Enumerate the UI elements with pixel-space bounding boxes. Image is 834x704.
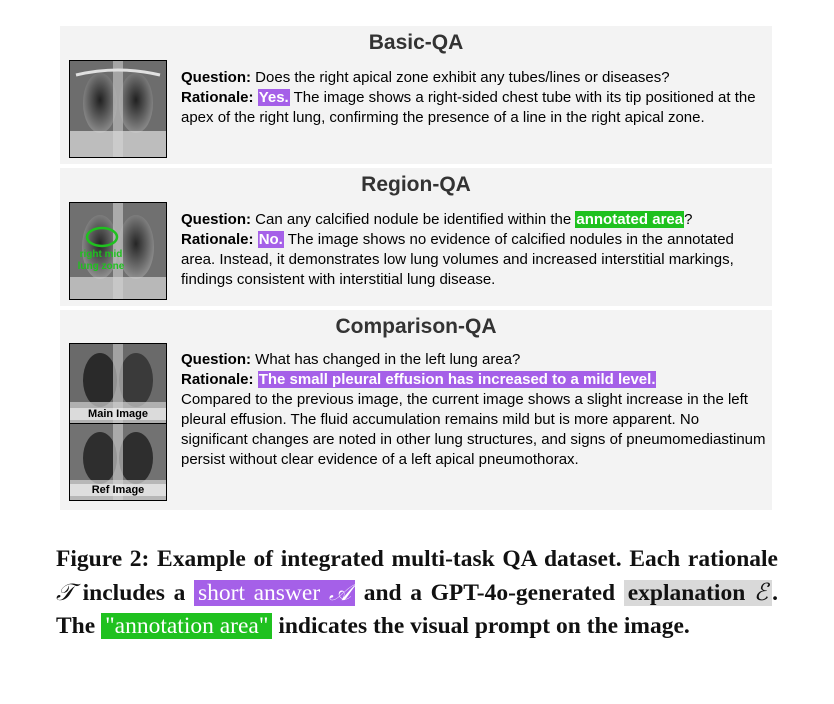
comparison-explanation: Compared to the previous image, the curr… [181,391,766,468]
comparison-qa-text: Question: What has changed in the left l… [181,350,766,470]
comparison-question: What has changed in the left lung area? [255,351,521,368]
basic-explanation: The image shows a right-sided chest tube… [181,89,756,126]
figure-caption: Figure 2: Example of integrated multi-ta… [56,543,778,643]
region-annotated-area: annotated area [575,211,685,228]
caption-symbol-t: 𝒯 [56,578,75,606]
basic-xray-image [69,60,167,158]
comparison-qa-panel: Comparison-QA Main Image Ref Image Quest… [60,310,772,510]
region-rationale-label: Rationale: [181,231,254,248]
annotated-area-ellipse [85,226,119,248]
caption-part3: and a GPT-4o-generated [363,580,616,606]
region-question: Can any calcified nodule be identified w… [255,211,572,228]
basic-short-answer: Yes. [257,89,290,106]
caption-part5: indicates the visual prompt on the image… [278,613,690,639]
region-question-end: ? [684,211,693,228]
comparison-question-label: Question: [181,351,251,368]
basic-question-label: Question: [181,69,251,86]
caption-short-answer: short answer 𝒜 [193,578,356,606]
region-xray-image: right mid lung zone [69,202,167,300]
region-qa-panel: Region-QA right mid lung zone Question: … [60,168,772,306]
region-short-answer: No. [257,231,284,248]
basic-question: Does the right apical zone exhibit any t… [255,69,670,86]
caption-symbol-a: 𝒜 [328,578,352,606]
caption-annotation-area: "annotation area" [101,613,273,639]
main-xray-image: Main Image [69,343,167,425]
basic-qa-panel: Basic-QA Question: Does the right apical… [60,26,772,164]
comparison-rationale-label: Rationale: [181,371,254,388]
basic-qa-text: Question: Does the right apical zone exh… [181,68,766,128]
region-qa-title: Region-QA [361,173,471,196]
caption-part2: includes a [82,580,186,606]
region-qa-text: Question: Can any calcified nodule be id… [181,210,766,290]
caption-part1: Figure 2: Example of integrated multi-ta… [56,546,778,572]
caption-short-answer-text: short answer [197,580,321,606]
caption-symbol-e: ℰ [753,578,769,606]
basic-qa-title: Basic-QA [368,31,464,54]
comparison-qa-title: Comparison-QA [335,315,497,338]
region-question-label: Question: [181,211,251,228]
caption-explanation: explanation ℰ [623,578,773,606]
region-explanation: The image shows no evidence of calcified… [181,231,734,288]
caption-part4: . The [56,580,779,639]
caption-explanation-text: explanation [627,580,746,606]
main-image-label: Main Image [70,408,166,420]
comparison-short-answer: The small pleural effusion has increased… [257,371,657,388]
ref-image-label: Ref Image [70,484,166,496]
region-annotation-label: right mid lung zone [77,249,125,272]
basic-rationale-label: Rationale: [181,89,254,106]
ref-xray-image: Ref Image [69,423,167,501]
